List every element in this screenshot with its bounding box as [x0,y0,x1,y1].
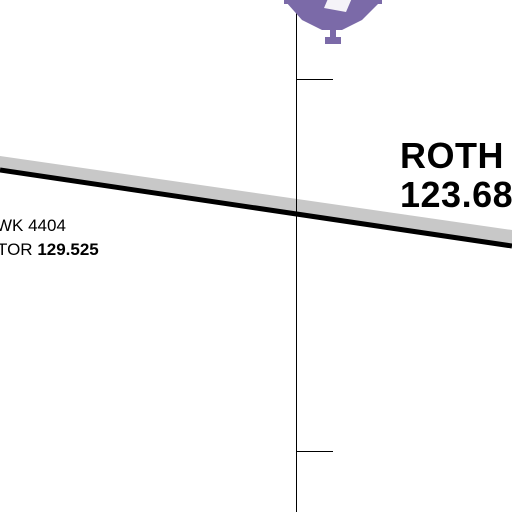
vor-compass-symbol-icon [284,0,382,44]
sector-frequency-label: 123.680 [400,174,512,215]
monitor-frequency-label: TOR 129.525 [0,240,99,260]
squawk-code-label: WK 4404 [0,216,66,235]
monitor-prefix-text: TOR [0,240,38,259]
airspace-boundary-shade [0,156,512,244]
airspace-boundary-line [0,167,512,249]
monitor-frequency-value: 129.525 [37,240,99,259]
sector-name-label: ROTH [400,135,504,176]
